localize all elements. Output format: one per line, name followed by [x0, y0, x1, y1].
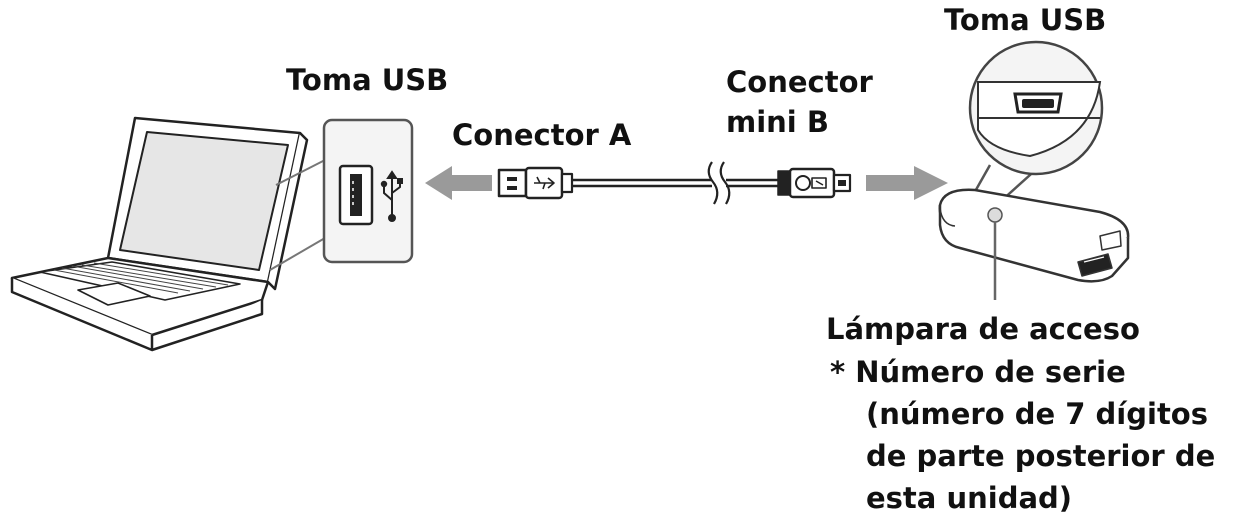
access-lamp — [987, 207, 1003, 223]
magnifier-callout — [962, 40, 1104, 212]
access-lamp-label: Lámpara de acceso — [826, 312, 1140, 346]
laptop-icon — [10, 116, 326, 352]
mini-b-port-icon — [1013, 92, 1063, 114]
arrow-to-reader — [866, 166, 948, 200]
usb-trident-icon — [380, 170, 403, 222]
usb-socket-label-left: Toma USB — [286, 63, 449, 97]
connector-a-label: Conector A — [452, 118, 632, 152]
usb-socket-label-right: Toma USB — [944, 3, 1107, 37]
usb-port-panel — [322, 118, 414, 264]
serial-number-note-line2: de parte posterior de — [866, 439, 1216, 473]
serial-number-note-line1: (número de 7 dígitos — [866, 397, 1208, 431]
connector-mini-b-label-line2: mini B — [726, 105, 829, 139]
reader-device-icon — [938, 188, 1130, 283]
connector-mini-b-label-line1: Conector — [726, 65, 873, 99]
usb-port-icon — [338, 164, 374, 226]
serial-number-label: * Número de serie — [830, 355, 1126, 389]
serial-number-note-line3: esta unidad) — [866, 481, 1073, 515]
arrow-to-laptop — [425, 166, 492, 200]
usb-cable-icon — [497, 161, 852, 205]
